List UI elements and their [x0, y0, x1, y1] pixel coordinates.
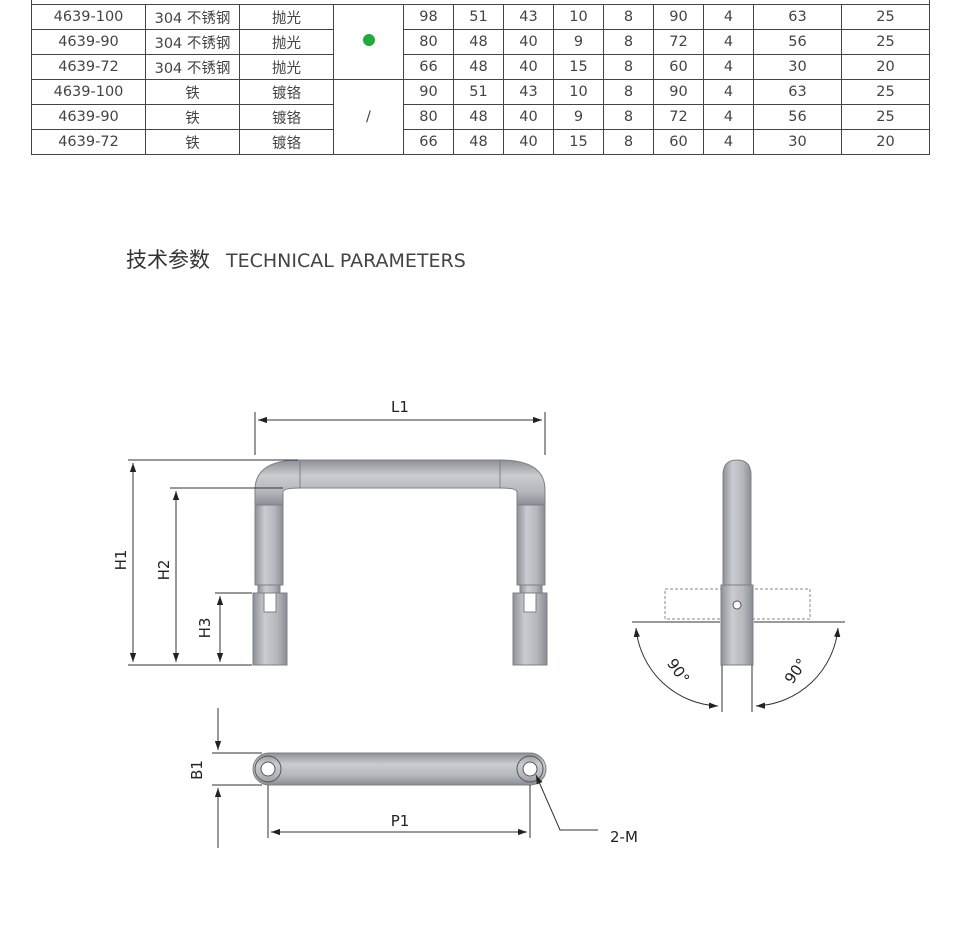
- cell-finish: 镀铬: [239, 129, 334, 155]
- handle-side-view: [664, 459, 811, 666]
- label-angle-left: 90°: [663, 655, 693, 687]
- cell-model: 4639-90: [31, 104, 146, 130]
- cell-qty: 25: [841, 4, 930, 30]
- cell-finish: 抛光: [239, 4, 334, 30]
- section-title-cn: 技术参数: [126, 248, 210, 272]
- cell-d: 9: [553, 104, 604, 130]
- cell-e: 8: [603, 79, 654, 105]
- cell-c: 43: [503, 4, 554, 30]
- cell-weight: 63: [753, 4, 842, 30]
- available-dot-icon: [362, 34, 375, 46]
- cell-qty: 20: [841, 129, 930, 155]
- cell-g: 4: [703, 129, 754, 155]
- label-h2: H2: [155, 560, 173, 581]
- label-l1: L1: [391, 398, 409, 416]
- cell-f: 90: [653, 79, 704, 105]
- section-heading: 技术参数 TECHNICAL PARAMETERS: [126, 244, 466, 274]
- cell-a: 80: [403, 29, 454, 55]
- cell-b: 48: [453, 29, 504, 55]
- dimension-lines-front: [128, 412, 546, 666]
- cell-a: 66: [403, 129, 454, 155]
- cell-d: 15: [553, 54, 604, 80]
- cell-material: 304 不锈钢: [145, 54, 240, 80]
- cell-d: 10: [553, 4, 604, 30]
- cell-weight: 30: [753, 129, 842, 155]
- cell-material: 铁: [145, 79, 240, 105]
- cell-weight: 56: [753, 104, 842, 130]
- cell-weight: 63: [753, 79, 842, 105]
- label-h3: H3: [196, 618, 214, 639]
- cell-model: 4639-100: [31, 4, 146, 30]
- section-title-en: TECHNICAL PARAMETERS: [226, 250, 466, 272]
- cell-material: 铁: [145, 129, 240, 155]
- label-angle-right: 90°: [781, 655, 811, 687]
- cell-a: 66: [403, 54, 454, 80]
- cell-b: 51: [453, 79, 504, 105]
- availability-cell: /: [333, 79, 404, 155]
- cell-finish: 抛光: [239, 54, 334, 80]
- cell-f: 90: [653, 4, 704, 30]
- cell-a: 80: [403, 104, 454, 130]
- cell-c: 40: [503, 29, 554, 55]
- handle-front-view: [252, 459, 548, 666]
- angle-arcs: [632, 621, 845, 712]
- label-b1: B1: [188, 760, 206, 780]
- cell-qty: 25: [841, 79, 930, 105]
- cell-a: 90: [403, 79, 454, 105]
- cell-material: 铁: [145, 104, 240, 130]
- label-h1: H1: [112, 550, 130, 571]
- label-p1: P1: [391, 812, 410, 830]
- cell-f: 72: [653, 104, 704, 130]
- cell-b: 48: [453, 54, 504, 80]
- cell-weight: 30: [753, 54, 842, 80]
- cell-f: 60: [653, 129, 704, 155]
- cell-model: 4639-72: [31, 129, 146, 155]
- label-hole: 2-M: [610, 828, 638, 846]
- handle-top-view: [252, 752, 547, 786]
- cell-qty: 25: [841, 29, 930, 55]
- cell-g: 4: [703, 54, 754, 80]
- cell-material: 304 不锈钢: [145, 4, 240, 30]
- dimension-lines-top: [212, 708, 598, 848]
- cell-g: 4: [703, 104, 754, 130]
